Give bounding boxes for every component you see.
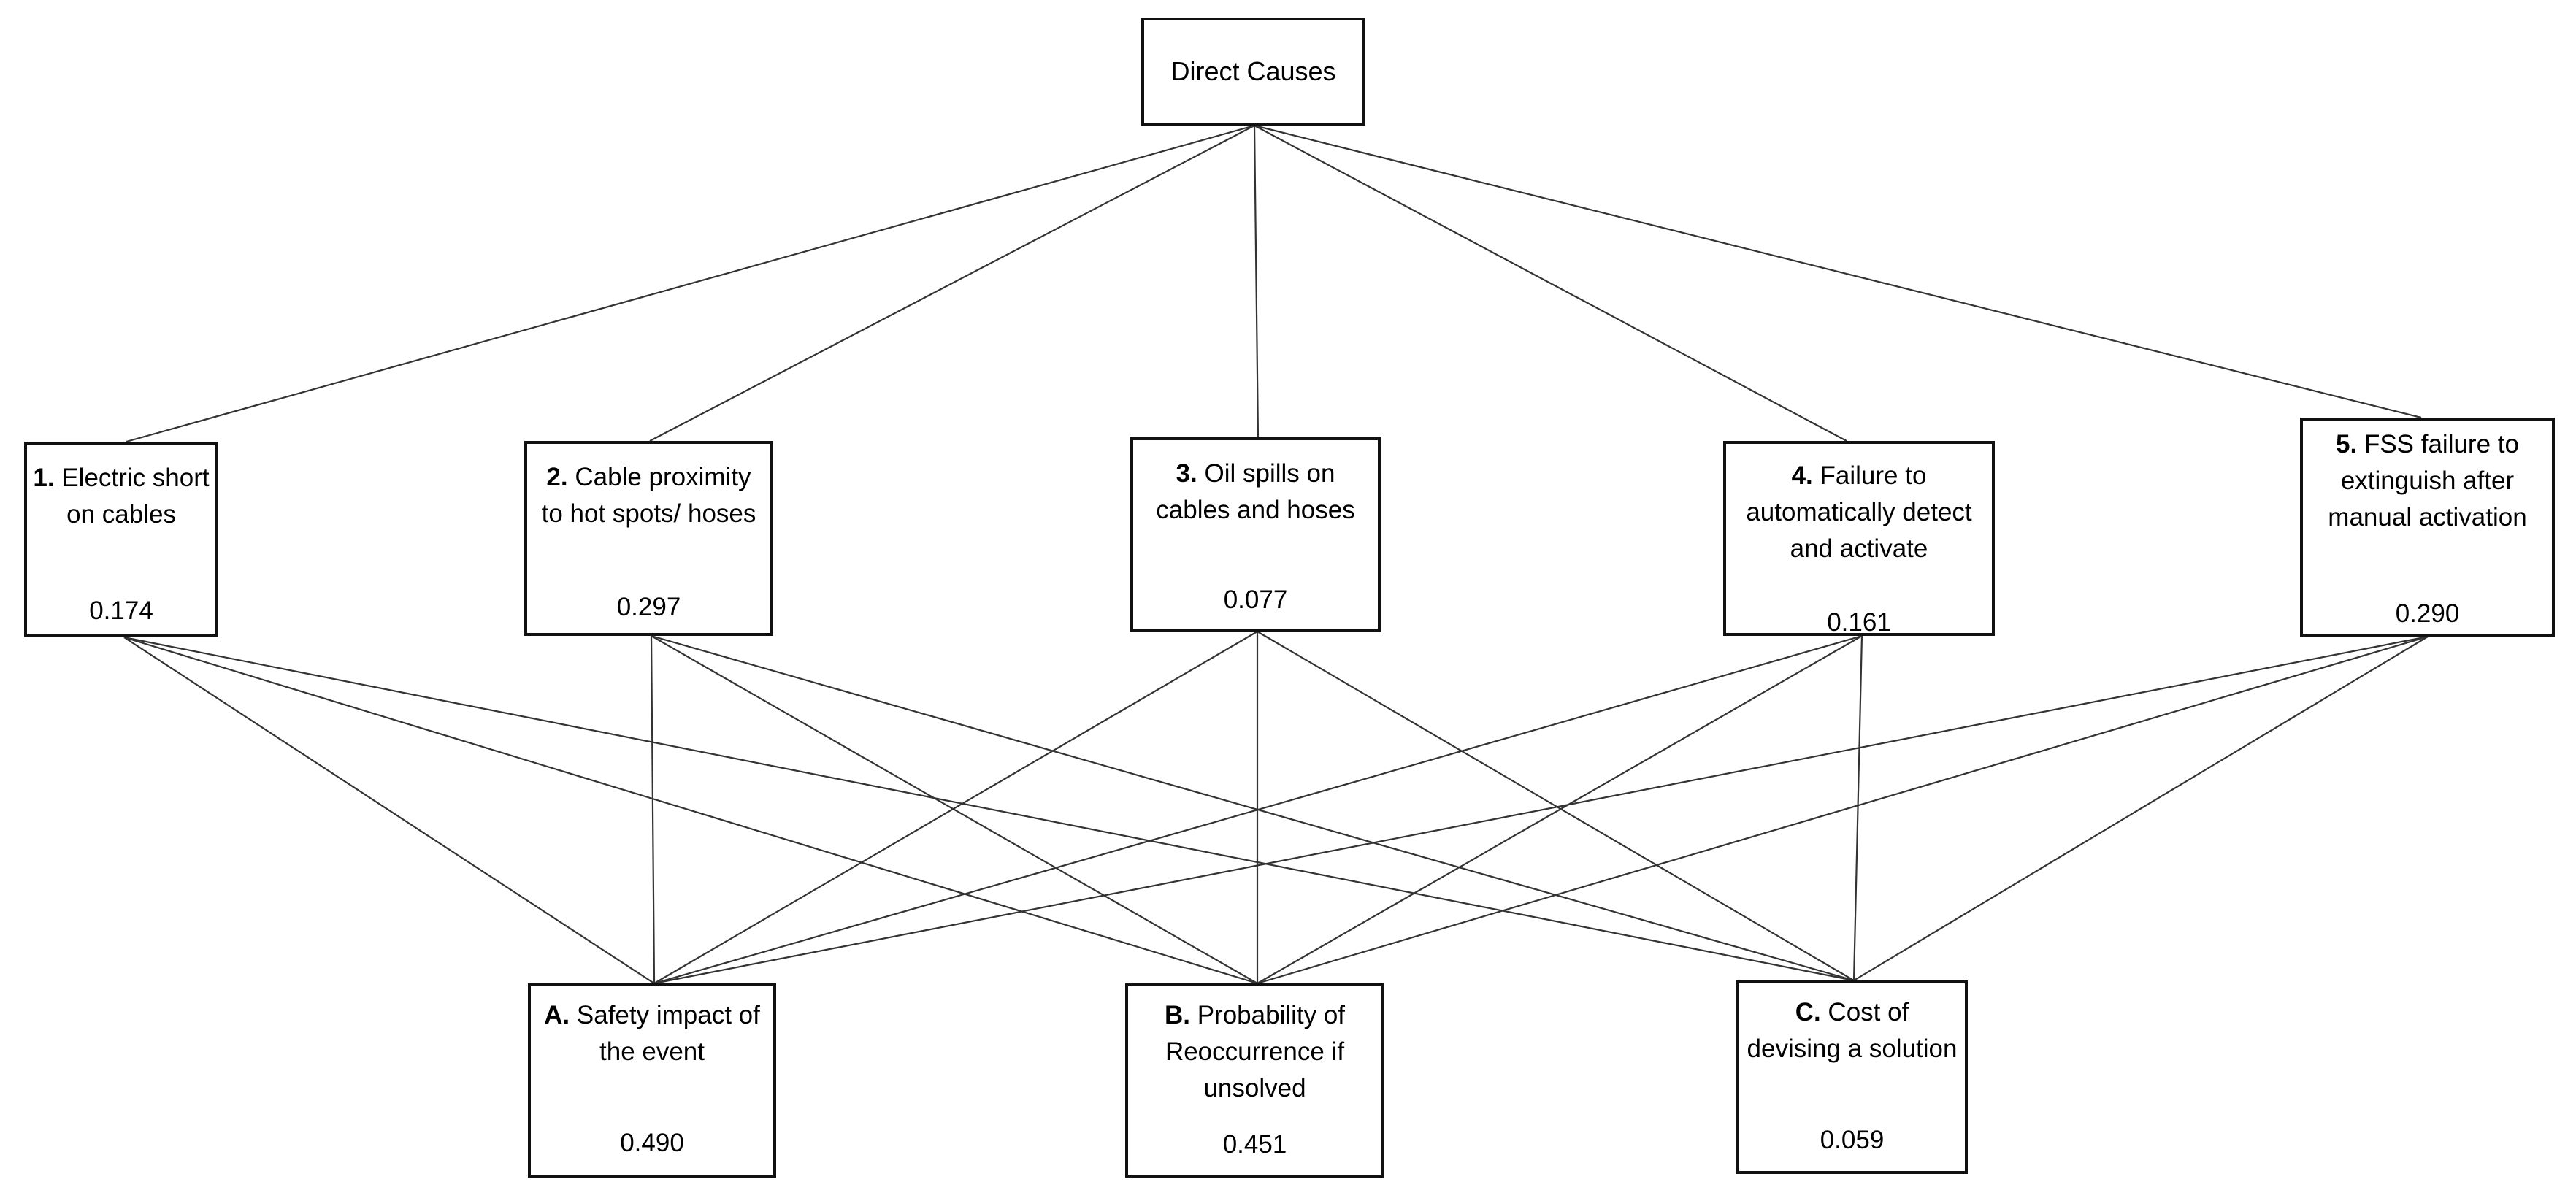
link-root-cause-3 xyxy=(1253,125,1260,438)
criterion-text: Cost of devising a solution xyxy=(1747,998,1958,1063)
cause-weight: 0.297 xyxy=(616,593,681,621)
root-node-direct-causes: Direct Causes xyxy=(1141,18,1365,126)
link-cause-2-crit-A xyxy=(650,635,656,984)
cause-title: 3. Oil spills on cables and hoses xyxy=(1139,456,1372,529)
criterion-node-c: C. Cost of devising a solution 0.059 xyxy=(1736,980,1968,1174)
criterion-title: B. Probability of Reoccurrence if unsolv… xyxy=(1134,997,1376,1107)
link-root-cause-5 xyxy=(1254,124,2422,419)
criterion-letter: B. xyxy=(1164,1001,1190,1029)
criterion-text: Probability of Reoccurrence if unsolved xyxy=(1165,1001,1346,1102)
cause-node-4: 4. Failure to automatically detect and a… xyxy=(1723,441,1995,637)
link-cause-4-crit-C xyxy=(1852,635,1863,981)
link-cause-4-crit-A xyxy=(653,634,1863,985)
cause-node-2: 2. Cable proximity to hot spots/ hoses 0… xyxy=(524,441,773,636)
link-cause-1-crit-A xyxy=(123,637,655,984)
link-cause-1-crit-C xyxy=(123,636,1855,982)
cause-number: 5. xyxy=(2336,430,2358,458)
link-root-cause-2 xyxy=(649,125,1255,442)
link-root-cause-1 xyxy=(126,124,1255,443)
cause-title: 1. Electric short on cables xyxy=(33,460,210,533)
criterion-weight: 0.451 xyxy=(1222,1130,1287,1159)
criterion-weight: 0.490 xyxy=(620,1129,684,1157)
cause-weight: 0.290 xyxy=(2395,599,2460,628)
cause-title: 4. Failure to automatically detect and a… xyxy=(1732,458,1986,567)
criterion-node-a: A. Safety impact of the event 0.490 xyxy=(528,983,776,1178)
criterion-node-b: B. Probability of Reoccurrence if unsolv… xyxy=(1125,983,1384,1178)
cause-number: 1. xyxy=(33,464,55,492)
cause-title: 5. FSS failure to extinguish after manua… xyxy=(2309,426,2546,536)
cause-number: 4. xyxy=(1791,461,1813,490)
criterion-letter: A. xyxy=(544,1001,570,1029)
cause-node-3: 3. Oil spills on cables and hoses 0.077 xyxy=(1130,437,1381,632)
cause-node-5: 5. FSS failure to extinguish after manua… xyxy=(2300,418,2555,637)
cause-text: FSS failure to extinguish after manual a… xyxy=(2328,430,2527,531)
cause-text: Cable proximity to hot spots/ hoses xyxy=(541,463,756,528)
link-cause-5-crit-B xyxy=(1257,635,2429,985)
cause-number: 3. xyxy=(1176,459,1197,488)
cause-title: 2. Cable proximity to hot spots/ hoses xyxy=(533,459,764,532)
link-cause-1-crit-B xyxy=(123,636,1258,985)
criterion-title: A. Safety impact of the event xyxy=(537,997,767,1070)
root-label: Direct Causes xyxy=(1170,56,1336,86)
cause-text: Oil spills on cables and hoses xyxy=(1156,459,1355,524)
cause-text: Failure to automatically detect and acti… xyxy=(1746,461,1972,563)
cause-text: Electric short on cables xyxy=(61,464,210,529)
link-cause-2-crit-C xyxy=(651,634,1855,982)
link-cause-4-crit-B xyxy=(1257,635,1863,984)
cause-number: 2. xyxy=(546,463,568,491)
cause-node-1: 1. Electric short on cables 0.174 xyxy=(24,442,218,637)
link-cause-5-crit-A xyxy=(653,635,2429,985)
cause-weight: 0.161 xyxy=(1827,608,1891,637)
cause-weight: 0.174 xyxy=(89,596,153,625)
link-root-cause-4 xyxy=(1254,125,1847,442)
cause-weight: 0.077 xyxy=(1223,586,1288,614)
criterion-weight: 0.059 xyxy=(1820,1126,1885,1154)
criterion-text: Safety impact of the event xyxy=(576,1001,760,1066)
link-cause-3-crit-A xyxy=(653,631,1258,984)
criterion-title: C. Cost of devising a solution xyxy=(1745,994,1959,1067)
link-cause-5-crit-C xyxy=(1853,636,2429,981)
link-cause-2-crit-B xyxy=(651,635,1258,984)
criterion-letter: C. xyxy=(1795,998,1821,1026)
link-cause-3-crit-C xyxy=(1257,631,1855,981)
